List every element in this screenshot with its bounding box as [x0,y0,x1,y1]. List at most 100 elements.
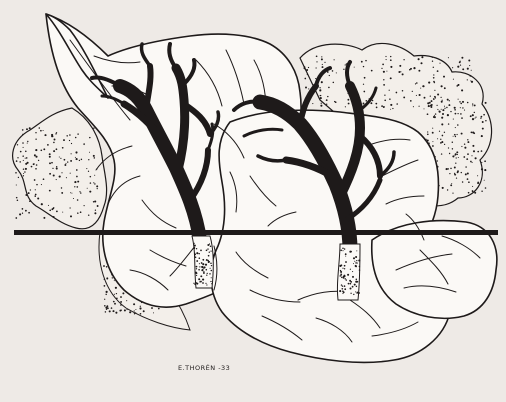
stipple-dot [454,174,455,175]
stipple-dot [459,61,461,63]
stipple-dot [413,106,414,107]
stipple-dot [449,100,450,101]
stipple-dot [456,134,457,135]
stipple-dot [306,69,308,71]
stipple-dot [199,263,200,264]
stipple-dot [451,183,452,184]
stipple-dot [77,212,79,214]
stipple-dot [23,173,24,174]
stipple-dot [204,266,206,268]
stipple-dot [441,101,443,103]
stipple-dot [460,103,462,105]
stipple-dot [437,138,438,139]
stipple-dot [441,117,443,119]
stipple-dot [106,278,107,279]
stipple-dot [350,293,351,294]
stipple-dot [453,79,454,80]
stipple-dot [327,96,328,97]
stipple-dot [342,250,343,251]
stipple-dot [35,189,36,190]
stipple-dot [390,56,391,57]
stipple-dot [474,104,476,106]
stipple-dot [462,181,464,183]
stipple-dot [484,180,485,181]
stipple-dot [339,265,341,267]
stipple-dot [437,160,438,161]
stipple-dot [104,305,106,307]
stipple-dot [356,250,357,251]
stipple-dot [355,262,357,264]
stipple-dot [457,154,458,155]
stipple-dot [462,101,464,103]
stipple-dot [442,113,444,115]
stipple-dot [79,160,80,161]
stipple-dot [432,141,433,142]
stipple-dot [455,127,456,128]
stipple-dot [432,128,433,129]
stipple-dot [431,100,433,102]
stipple-dot [433,67,434,68]
stipple-dot [339,275,340,276]
stipple-dot [69,140,70,141]
stipple-dot [97,205,99,207]
stipple-dot [452,193,453,194]
stipple-dot [209,252,210,253]
stipple-dot [70,215,72,217]
stipple-dot [208,255,210,257]
stipple-dot [27,162,29,164]
stipple-dot [354,261,355,262]
stipple-dot [344,288,346,290]
stipple-dot [209,273,210,274]
stipple-dot [87,188,88,189]
stipple-dot [483,114,485,116]
stipple-dot [97,188,98,189]
stipple-dot [22,142,24,144]
stipple-dot [477,175,478,176]
stipple-dot [49,173,51,175]
stipple-dot [321,56,322,57]
stipple-dot [88,159,89,160]
stipple-dot [470,115,472,117]
stipple-dot [158,308,160,310]
stipple-dot [339,290,341,292]
stipple-dot [344,268,345,269]
stipple-dot [115,312,117,314]
stipple-dot [105,282,106,283]
stipple-dot [353,294,354,295]
stipple-dot [447,168,449,170]
stipple-dot [22,208,24,210]
stipple-dot [305,87,307,89]
stipple-dot [420,88,421,89]
stipple-dot [43,130,44,131]
stipple-dot [76,169,78,171]
stipple-dot [77,181,79,183]
stipple-dot [103,265,105,267]
stipple-dot [472,131,474,133]
stipple-dot [53,216,55,218]
stipple-dot [49,162,51,164]
stipple-dot [71,193,72,194]
stipple-dot [467,141,469,143]
stipple-dot [433,74,434,75]
stipple-dot [464,147,466,149]
stipple-dot [342,248,344,250]
stipple-dot [418,58,420,60]
stipple-dot [464,143,465,144]
stipple-dot [59,156,60,157]
stipple-dot [440,139,441,140]
stipple-dot [115,287,117,289]
stipple-dot [53,174,55,176]
stipple-dot [422,85,424,87]
stipple-dot [210,250,211,251]
stipple-dot [454,107,456,109]
stipple-dot [446,107,447,108]
stipple-dot [60,158,61,159]
stipple-dot [134,310,135,311]
stipple-dot [36,164,38,166]
stipple-dot [135,312,137,314]
stipple-dot [20,151,22,153]
stipple-dot [210,281,211,282]
stipple-dot [358,259,360,261]
stipple-dot [328,87,330,89]
stipple-dot [436,105,437,106]
